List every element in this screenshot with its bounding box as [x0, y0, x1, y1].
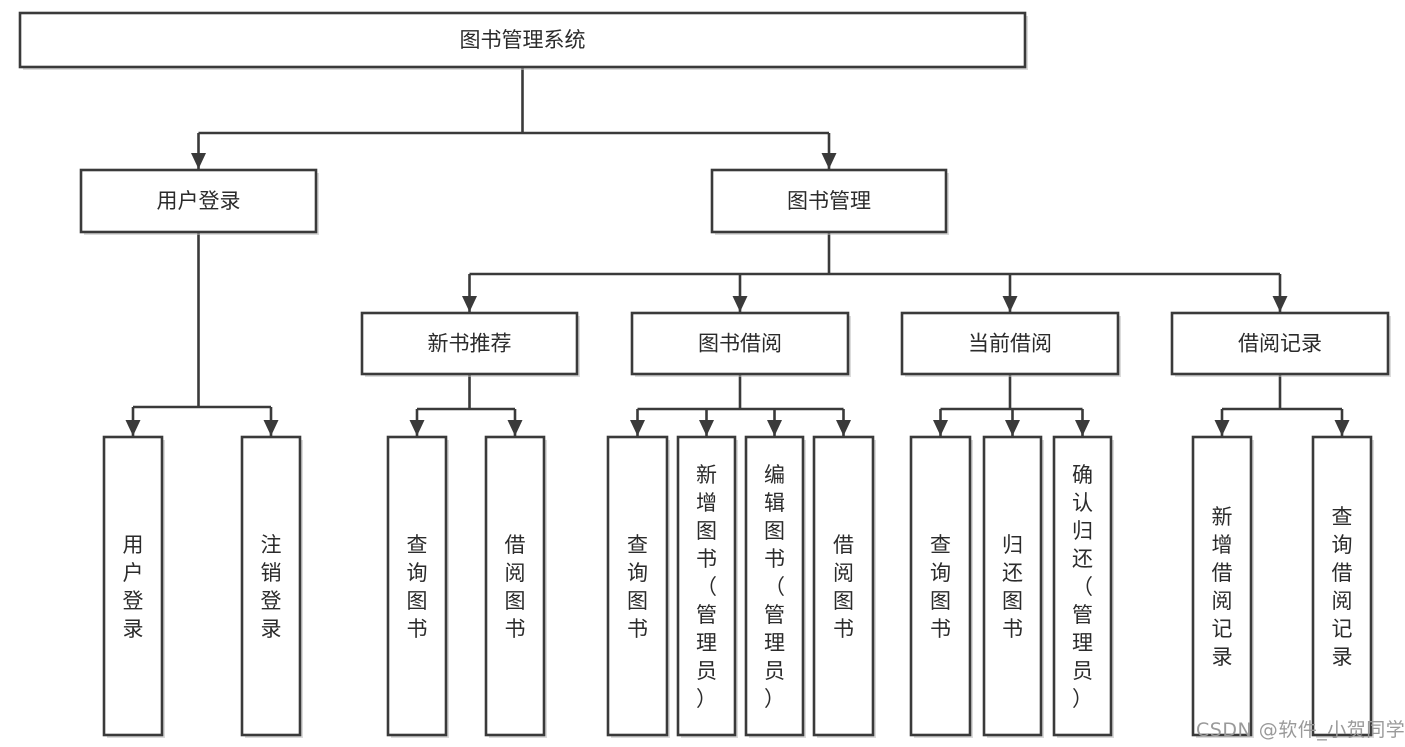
- connector-group: [125, 232, 279, 436]
- arrow-head-icon: [1272, 296, 1288, 312]
- arrow-head-icon: [1075, 420, 1090, 436]
- node-book-management[interactable]: 图书管理: [710, 168, 949, 235]
- node-leaf-logout-login[interactable]: 注销登录: [240, 435, 303, 738]
- node-new-book-recommend[interactable]: 新书推荐: [360, 311, 580, 377]
- arrow-head-icon: [125, 420, 141, 436]
- node-label: 编辑图书（管理员）: [764, 463, 785, 711]
- node-label: 图书借阅: [698, 332, 782, 356]
- connector-group: [630, 374, 851, 436]
- arrow-head-icon: [1005, 420, 1020, 436]
- node-label: 新增图书（管理员）: [696, 463, 717, 711]
- arrow-head-icon: [1214, 420, 1230, 436]
- node-label: 用户登录: [123, 533, 144, 641]
- connector-group: [191, 67, 837, 169]
- node-leaf-add-book-admin[interactable]: 新增图书（管理员）: [676, 435, 738, 738]
- node-leaf-query-book-current[interactable]: 查询图书: [909, 435, 973, 738]
- node-leaf-confirm-return-admin[interactable]: 确认归还（管理员）: [1052, 435, 1114, 738]
- node-leaf-query-book-recommend[interactable]: 查询图书: [386, 435, 449, 738]
- node-label: 图书管理: [787, 189, 871, 213]
- arrow-head-icon: [821, 153, 837, 169]
- node-label: 当前借阅: [968, 332, 1052, 356]
- arrow-head-icon: [699, 420, 714, 436]
- connector-group: [409, 374, 523, 436]
- node-label: 确认归还（管理员）: [1072, 463, 1093, 711]
- node-label: 归还图书: [1002, 533, 1023, 641]
- nodes-layer: 图书管理系统用户登录图书管理新书推荐图书借阅当前借阅借阅记录用户登录注销登录查询…: [18, 11, 1391, 738]
- node-label: 借阅图书: [833, 533, 854, 641]
- connector-group: [933, 374, 1090, 436]
- arrow-head-icon: [767, 420, 782, 436]
- node-label: 新书推荐: [428, 332, 512, 356]
- arrow-head-icon: [836, 420, 851, 436]
- node-leaf-borrow-book[interactable]: 借阅图书: [812, 435, 876, 738]
- node-label: 用户登录: [157, 189, 241, 213]
- node-leaf-borrow-book-recommend[interactable]: 借阅图书: [484, 435, 547, 738]
- arrow-head-icon: [1002, 296, 1018, 312]
- node-label: 查询图书: [930, 533, 951, 641]
- node-leaf-query-book-borrow[interactable]: 查询图书: [606, 435, 670, 738]
- arrow-head-icon: [732, 296, 748, 312]
- connector-group: [1214, 374, 1350, 436]
- node-label: 注销登录: [261, 533, 282, 641]
- node-label: 查询图书: [407, 533, 428, 641]
- node-label: 图书管理系统: [460, 28, 586, 52]
- arrow-head-icon: [507, 420, 523, 436]
- node-leaf-user-login[interactable]: 用户登录: [102, 435, 165, 738]
- connectors-layer: [125, 67, 1350, 436]
- arrow-head-icon: [933, 420, 948, 436]
- node-borrow-record[interactable]: 借阅记录: [1170, 311, 1391, 377]
- node-user-login[interactable]: 用户登录: [79, 168, 319, 235]
- node-leaf-add-borrow-record[interactable]: 新增借阅记录: [1191, 435, 1254, 738]
- node-label: 借阅记录: [1238, 332, 1322, 356]
- arrow-head-icon: [263, 420, 279, 436]
- node-label: 新增借阅记录: [1212, 505, 1233, 669]
- node-label: 借阅图书: [505, 533, 526, 641]
- node-leaf-query-borrow-record[interactable]: 查询借阅记录: [1311, 435, 1374, 738]
- node-book-borrow[interactable]: 图书借阅: [630, 311, 851, 377]
- arrow-head-icon: [191, 153, 206, 169]
- node-current-borrow[interactable]: 当前借阅: [900, 311, 1121, 377]
- node-leaf-edit-book-admin[interactable]: 编辑图书（管理员）: [744, 435, 806, 738]
- arrow-head-icon: [462, 296, 477, 312]
- arrow-head-icon: [1334, 420, 1350, 436]
- node-label: 查询图书: [627, 533, 648, 641]
- node-leaf-return-book[interactable]: 归还图书: [982, 435, 1044, 738]
- connector-group: [462, 232, 1288, 312]
- node-label: 查询借阅记录: [1332, 505, 1353, 669]
- arrow-head-icon: [630, 420, 645, 436]
- arrow-head-icon: [409, 420, 425, 436]
- node-root[interactable]: 图书管理系统: [18, 11, 1028, 70]
